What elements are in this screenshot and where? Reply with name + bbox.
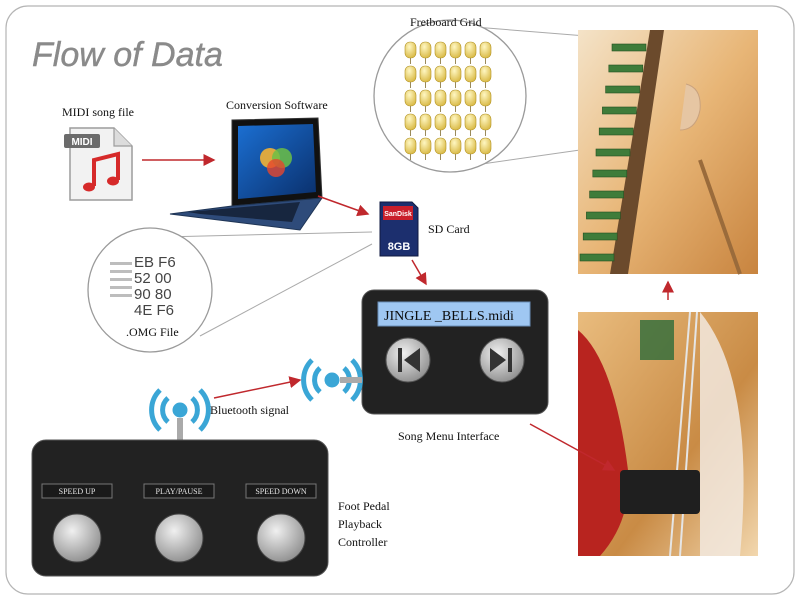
omg-file-label: .OMG File bbox=[126, 325, 179, 339]
led-icon bbox=[404, 89, 417, 112]
guitar-neck-photo bbox=[578, 30, 758, 275]
arrow-menu-to-guitar bbox=[529, 423, 616, 471]
midi-badge: MIDI bbox=[71, 137, 92, 148]
led-icon bbox=[464, 137, 477, 160]
foot-pedal-label-line: Playback bbox=[338, 517, 382, 531]
led-icon bbox=[434, 137, 447, 160]
midi-file-icon: MIDI bbox=[64, 127, 133, 201]
led-icon bbox=[404, 41, 417, 64]
led-icon bbox=[479, 41, 492, 64]
guitar-body-photo bbox=[578, 311, 758, 557]
fret-led-board bbox=[586, 211, 621, 220]
fret-led-board bbox=[611, 43, 647, 52]
omg-hex-line: 4E F6 bbox=[134, 302, 174, 319]
bluetooth-receiver-icon bbox=[301, 358, 363, 402]
led-icon bbox=[419, 89, 432, 112]
sd-card-icon: SanDisk 8GB bbox=[379, 201, 419, 257]
led-icon bbox=[479, 89, 492, 112]
sd-card-capacity: 8GB bbox=[388, 241, 411, 253]
omg-hex-line: 52 00 bbox=[134, 270, 172, 287]
arrow-sd-to-menu bbox=[411, 259, 427, 286]
fretboard-led-grid bbox=[404, 41, 492, 160]
play-pause-pedal-button[interactable] bbox=[154, 513, 204, 563]
fret-led-board bbox=[595, 148, 631, 157]
midi-song-file-label: MIDI song file bbox=[62, 105, 134, 119]
fret-led-board bbox=[608, 64, 644, 73]
fret-led-board bbox=[592, 169, 628, 178]
fret-led-board bbox=[589, 190, 624, 199]
led-icon bbox=[419, 113, 432, 136]
omg-zoom-line-bottom bbox=[199, 243, 373, 337]
led-icon bbox=[479, 113, 492, 136]
led-icon bbox=[404, 137, 417, 160]
fretboard-grid-label: Fretboard Grid bbox=[410, 15, 482, 29]
omg-hex-line: 90 80 bbox=[134, 286, 172, 303]
play-pause-label: PLAY/PAUSE bbox=[156, 487, 203, 496]
led-icon bbox=[404, 65, 417, 88]
led-icon bbox=[434, 89, 447, 112]
fret-led-board bbox=[605, 85, 640, 94]
laptop-icon bbox=[169, 117, 324, 231]
previous-track-button[interactable] bbox=[385, 337, 431, 383]
speed-up-pedal-button[interactable] bbox=[52, 513, 102, 563]
foot-pedal-label-line: Controller bbox=[338, 535, 387, 549]
speed-down-pedal-button[interactable] bbox=[256, 513, 306, 563]
page-title: Flow of Data bbox=[32, 36, 223, 74]
omg-file-magnifier bbox=[87, 227, 213, 353]
led-icon bbox=[449, 113, 462, 136]
song-menu-device: JINGLE _BELLS.midi bbox=[361, 289, 549, 415]
foot-pedal-controller: SPEED UP PLAY/PAUSE SPEED DOWN bbox=[31, 439, 329, 577]
led-icon bbox=[464, 113, 477, 136]
led-icon bbox=[419, 65, 432, 88]
led-icon bbox=[434, 65, 447, 88]
omg-file-icon: EB F6 52 00 90 80 4E F6 bbox=[110, 254, 176, 319]
led-icon bbox=[479, 137, 492, 160]
speed-down-label: SPEED DOWN bbox=[255, 487, 307, 496]
led-icon bbox=[434, 113, 447, 136]
omg-hex-line: EB F6 bbox=[134, 254, 176, 271]
led-icon bbox=[464, 65, 477, 88]
song-display-text: JINGLE _BELLS.midi bbox=[384, 309, 514, 324]
song-menu-interface-label: Song Menu Interface bbox=[398, 429, 499, 443]
led-icon bbox=[404, 113, 417, 136]
bluetooth-transmitter-icon bbox=[149, 388, 211, 442]
led-icon bbox=[419, 41, 432, 64]
bluetooth-signal-label: Bluetooth signal bbox=[210, 403, 290, 417]
led-icon bbox=[479, 65, 492, 88]
led-icon bbox=[449, 65, 462, 88]
led-icon bbox=[434, 41, 447, 64]
led-icon bbox=[464, 41, 477, 64]
led-icon bbox=[419, 137, 432, 160]
led-icon bbox=[449, 89, 462, 112]
fret-led-board bbox=[602, 106, 637, 115]
speed-up-label: SPEED UP bbox=[59, 487, 96, 496]
fret-led-board bbox=[598, 127, 634, 136]
led-icon bbox=[449, 41, 462, 64]
next-track-button[interactable] bbox=[479, 337, 525, 383]
foot-pedal-label-line: Foot Pedal bbox=[338, 499, 390, 513]
song-display bbox=[377, 301, 531, 327]
conversion-software-label: Conversion Software bbox=[226, 98, 328, 112]
arrow-software-to-sd bbox=[317, 195, 370, 217]
led-icon bbox=[449, 137, 462, 160]
sd-card-brand: SanDisk bbox=[384, 211, 412, 218]
led-icon bbox=[464, 89, 477, 112]
sd-card-label: SD Card bbox=[428, 222, 470, 236]
arrow-pedal-to-menu bbox=[213, 376, 302, 399]
fret-led-board bbox=[579, 253, 615, 262]
fret-led-board bbox=[582, 232, 618, 241]
